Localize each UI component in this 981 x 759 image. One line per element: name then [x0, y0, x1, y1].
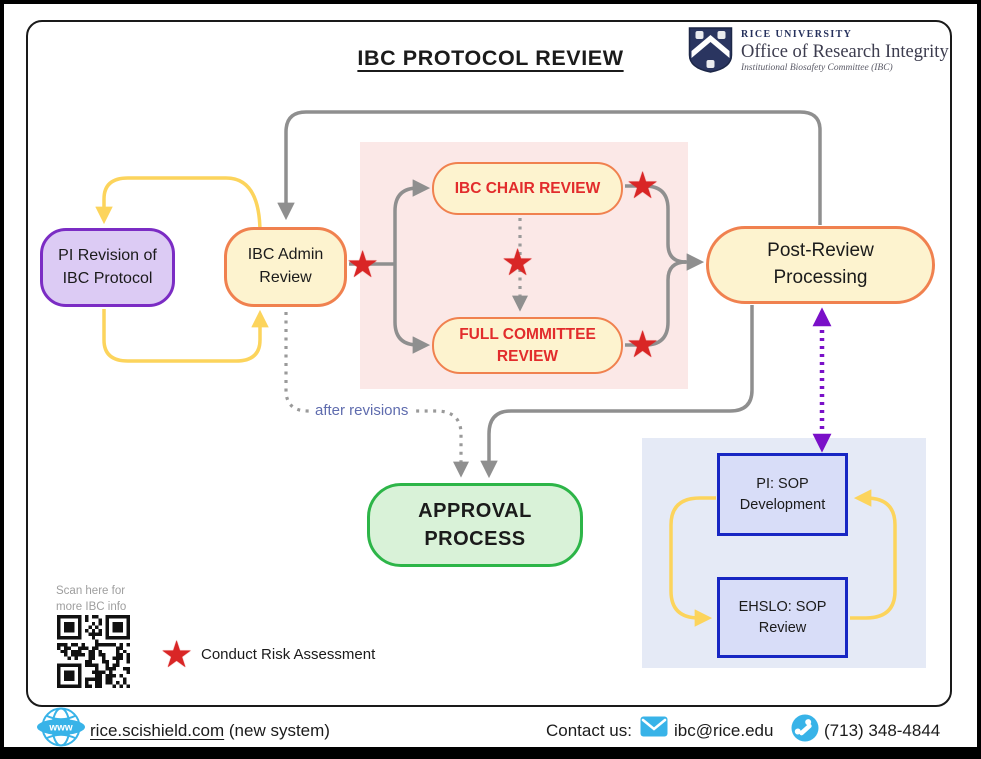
website-note: (new system): [228, 721, 330, 740]
risk-star-icon: ★: [626, 324, 660, 365]
rice-shield-icon: [688, 27, 733, 73]
node-post-review-processing: Post-Review Processing: [706, 226, 935, 304]
logo-office: Office of Research Integrity: [741, 41, 949, 62]
node-ibc-admin-review: IBC Admin Review: [224, 227, 347, 307]
diagram-frame: [26, 20, 952, 707]
risk-star-icon: ★: [346, 244, 380, 285]
website-link[interactable]: rice.scishield.com: [90, 721, 225, 740]
node-approval-process: APPROVAL PROCESS: [367, 483, 583, 567]
legend-star-icon: ★: [160, 634, 194, 675]
node-ibc-chair-review: IBC CHAIR REVIEW: [432, 162, 623, 215]
node-full-committee-review: FULL COMMITTEE REVIEW: [432, 317, 623, 374]
legend-label: Conduct Risk Assessment: [201, 646, 376, 663]
contact-label: Contact us:: [546, 721, 632, 740]
contact-phone[interactable]: (713) 348-4844: [824, 721, 941, 740]
bottom-bar: [0, 747, 981, 759]
globe-www-label: www: [48, 723, 73, 734]
globe-icon: www: [37, 707, 85, 747]
phone-icon: [791, 714, 819, 742]
page-title: IBC PROTOCOL REVIEW: [357, 46, 624, 70]
after-revisions-label: after revisions: [311, 402, 413, 419]
email-icon: [640, 716, 668, 737]
website-line: rice.scishield.com (new system): [90, 721, 330, 741]
rice-logo: RICE UNIVERSITY Office of Research Integ…: [688, 27, 949, 74]
contact-email[interactable]: ibc@rice.edu: [674, 721, 774, 740]
node-ehslo-sop-review: EHSLO: SOP Review: [717, 577, 848, 658]
qr-code[interactable]: [57, 615, 130, 688]
logo-subtitle: Institutional Biosafety Committee (IBC): [741, 62, 893, 73]
logo-university: RICE UNIVERSITY: [741, 29, 853, 40]
risk-star-icon: ★: [626, 165, 660, 206]
risk-star-icon: ★: [501, 242, 535, 283]
node-pi-revision: PI Revision of IBC Protocol: [40, 228, 175, 307]
node-pi-sop-development: PI: SOP Development: [717, 453, 848, 536]
qr-caption: Scan here for more IBC info: [56, 585, 127, 613]
